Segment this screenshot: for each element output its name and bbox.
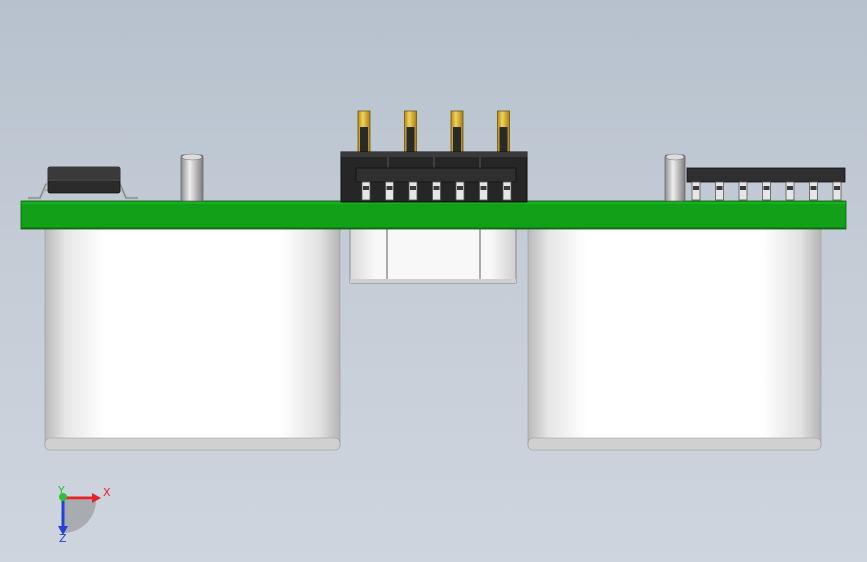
x-axis-label: X <box>103 486 111 499</box>
ic-lead <box>479 181 488 201</box>
header-pin-shadow <box>453 127 461 153</box>
header-pin-shadow <box>406 127 415 153</box>
ic-lead <box>408 181 418 201</box>
soic-chip-left <box>28 166 138 200</box>
ic-lead <box>832 181 842 201</box>
y-axis-label: Y <box>57 484 65 497</box>
mounting-post-right <box>664 153 686 202</box>
ic-lead <box>502 181 512 201</box>
ic-lead-shadow <box>763 186 770 190</box>
ic-lead <box>385 181 394 201</box>
ic-lead <box>809 181 818 201</box>
ic-lead-shadow <box>504 186 510 190</box>
right-transducer <box>527 225 822 451</box>
pcb-board <box>20 200 847 230</box>
z-axis-label: Z <box>59 532 67 545</box>
ic-lead-shadow <box>787 186 793 190</box>
ic-lead-shadow <box>363 186 369 190</box>
ic-lead <box>455 181 465 201</box>
ic-lead-shadow <box>386 186 393 190</box>
ic-lead <box>361 181 371 201</box>
ic-lead <box>738 181 748 201</box>
crystal-oscillator <box>349 225 517 284</box>
ic-lead-shadow <box>480 186 487 190</box>
soic-chip-right <box>686 167 846 201</box>
ic-lead-shadow <box>740 186 746 190</box>
ic-lead-shadow <box>410 186 416 190</box>
ic-lead <box>691 181 701 201</box>
ic-lead <box>432 181 441 201</box>
ic-lead-shadow <box>810 186 817 190</box>
header-pin-shadow <box>360 127 368 153</box>
y-axis-indicator <box>59 493 67 501</box>
header-pin-shadow <box>499 127 508 153</box>
ic-lead <box>785 181 795 201</box>
mounting-post-left <box>180 153 204 202</box>
ic-lead-shadow <box>457 186 463 190</box>
ic-lead-shadow <box>693 186 699 190</box>
ic-lead-shadow <box>716 186 723 190</box>
left-transducer <box>44 225 341 451</box>
triad-plane-indicator <box>63 500 96 533</box>
soic-chip-center <box>355 167 517 201</box>
ic-lead <box>715 181 724 201</box>
ic-lead-shadow <box>834 186 840 190</box>
ic-lead-shadow <box>433 186 440 190</box>
axis-triad[interactable]: X Y Z <box>57 484 111 545</box>
ic-lead <box>762 181 771 201</box>
